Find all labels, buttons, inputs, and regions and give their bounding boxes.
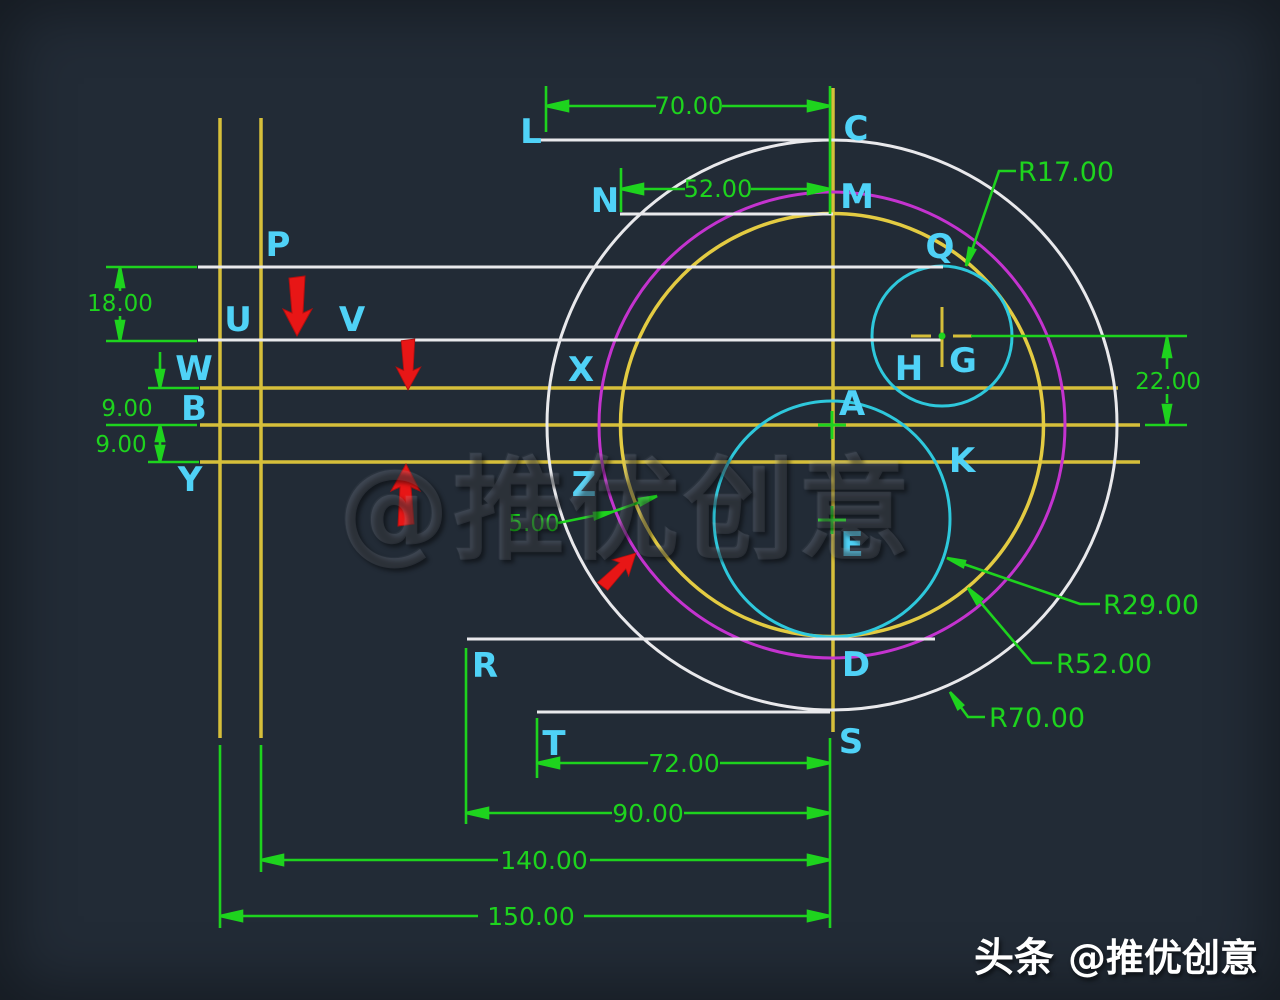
- point-label-L: L: [520, 112, 542, 152]
- dim-text-150: 150.00: [487, 902, 574, 931]
- arrowhead: [806, 99, 831, 113]
- arrowhead: [1161, 403, 1173, 426]
- point-label-T: T: [542, 724, 566, 764]
- dimensions: [106, 86, 1187, 928]
- arrowhead: [536, 756, 561, 770]
- dim-150: [218, 738, 832, 928]
- dim-9a: [106, 352, 199, 427]
- arrowhead: [806, 853, 831, 867]
- leader-r52: [966, 586, 1052, 665]
- credit-brand: 头条: [973, 935, 1054, 981]
- dimension-texts: 70.00 52.00 18.00 9.00 9.00 22.00 5.00 7…: [87, 92, 1201, 931]
- dim-text-18: 18.00: [87, 291, 153, 317]
- arrowhead: [219, 909, 244, 923]
- point-label-G: G: [949, 341, 977, 381]
- point-label-H: H: [895, 349, 923, 389]
- point-label-U: U: [224, 300, 252, 340]
- red-arrow-up: [389, 462, 422, 527]
- arrowhead: [1161, 336, 1173, 359]
- dim-140: [259, 745, 831, 872]
- point-label-Z: Z: [572, 465, 597, 505]
- point-label-M: M: [840, 177, 874, 217]
- red-arrow-down-1: [281, 275, 314, 338]
- arrowhead: [114, 319, 126, 342]
- point-label-C: C: [844, 109, 869, 149]
- dim-text-140: 140.00: [500, 846, 587, 875]
- center-cross-A: [818, 411, 846, 439]
- dim-text-72: 72.00: [648, 749, 720, 778]
- dim-90: [464, 648, 831, 824]
- point-label-Y: Y: [177, 460, 203, 500]
- dim-70: [544, 86, 832, 214]
- arrowhead: [620, 182, 645, 196]
- radius-text-r70: R70.00: [989, 703, 1085, 734]
- arrowhead: [260, 853, 285, 867]
- point-label-N: N: [591, 181, 619, 221]
- center-dot-G: [938, 332, 946, 340]
- dim-18: [106, 265, 197, 343]
- arrowhead: [948, 691, 965, 712]
- radius-text-r29: R29.00: [1103, 590, 1199, 621]
- point-label-P: P: [266, 225, 291, 265]
- dim-text-70: 70.00: [655, 92, 724, 120]
- center-cross-E: [818, 506, 846, 534]
- leader-line: [969, 589, 1052, 665]
- point-label-A: A: [839, 384, 866, 424]
- arrowhead: [806, 909, 831, 923]
- arrowhead: [545, 99, 570, 113]
- arrowhead: [637, 494, 658, 507]
- dim-text-90: 90.00: [612, 799, 684, 828]
- red-offset-arrows: [281, 275, 637, 591]
- dim-22: [971, 334, 1187, 427]
- dim-9b: [148, 424, 199, 464]
- arrowhead: [114, 266, 126, 289]
- point-label-W: W: [175, 349, 213, 389]
- construction-lines-yellow: [200, 88, 1140, 738]
- leader-5: [557, 494, 658, 525]
- point-label-S: S: [839, 722, 864, 762]
- arrowhead: [592, 510, 613, 521]
- arrowhead: [154, 444, 166, 463]
- lower-circle-r29: [712, 399, 952, 639]
- dim-52: [619, 168, 831, 212]
- arrowhead: [966, 586, 984, 607]
- arrowhead: [964, 246, 977, 267]
- leader-r29: [946, 556, 1100, 606]
- dim-text-9b: 9.00: [95, 432, 146, 458]
- offset-circle-magenta: [597, 190, 1067, 660]
- point-label-B: B: [181, 389, 207, 429]
- point-label-E: E: [840, 525, 863, 565]
- tangent-lines-white: [198, 138, 943, 714]
- radius-text-r17: R17.00: [1018, 157, 1114, 188]
- red-arrow-diagonal: [596, 552, 637, 591]
- dim-text-22: 22.00: [1135, 369, 1201, 395]
- point-label-R: R: [472, 646, 498, 686]
- point-label-V: V: [339, 300, 366, 340]
- dim-72: [535, 718, 831, 778]
- red-arrow-down-2: [395, 338, 422, 391]
- arrowhead: [806, 182, 831, 196]
- radius-text-r52: R52.00: [1056, 649, 1152, 680]
- arrowhead: [154, 424, 166, 443]
- point-label-Q: Q: [926, 227, 955, 267]
- point-label-D: D: [842, 645, 870, 685]
- point-label-X: X: [568, 350, 594, 390]
- dim-text-52: 52.00: [684, 175, 753, 203]
- arrowhead: [806, 756, 831, 770]
- arrowhead: [465, 806, 490, 820]
- dim-text-5: 5.00: [508, 511, 559, 537]
- arrowhead: [946, 556, 967, 569]
- credit-handle: @推优创意: [1067, 935, 1258, 980]
- leader-r70: [948, 691, 985, 719]
- credit-line: 头条 @推优创意: [974, 930, 1258, 981]
- point-labels: L C N M P Q U V W X B A K Y Z E G H R T …: [175, 109, 977, 764]
- leader-line: [948, 557, 1100, 606]
- arrowhead: [154, 368, 166, 389]
- leader-r17: [964, 169, 1016, 267]
- arrowhead: [806, 806, 831, 820]
- point-label-K: K: [949, 441, 977, 481]
- leader-line: [966, 169, 1016, 263]
- dim-text-9a: 9.00: [101, 396, 152, 422]
